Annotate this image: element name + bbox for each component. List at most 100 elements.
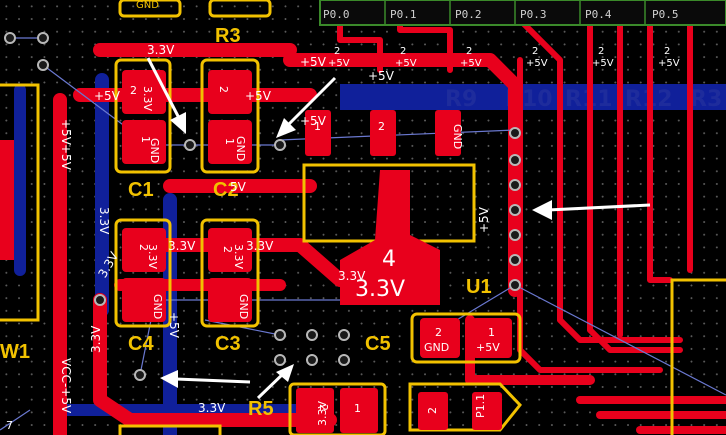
bus-pin-p0-3[interactable]: P0.3: [520, 8, 547, 21]
via[interactable]: [184, 139, 196, 151]
pad-label: 1: [488, 326, 495, 339]
net-label-33v: 3.3V: [198, 401, 226, 415]
bottom-label-r9: R9: [445, 87, 477, 112]
net-label-vcc5: VCC-+5V: [59, 358, 73, 414]
u1-pad-2[interactable]: [370, 110, 396, 156]
c1-pad-2[interactable]: [122, 70, 166, 114]
r5-pad-1[interactable]: [340, 388, 378, 433]
pad-label: 2: [378, 120, 385, 133]
u1-pad-3[interactable]: [435, 110, 461, 156]
via[interactable]: [338, 329, 350, 341]
pad-label: GND: [451, 124, 464, 149]
via[interactable]: [134, 369, 146, 381]
pad-label: 2: [217, 86, 230, 93]
net-label-5v: +5V: [59, 144, 73, 171]
via[interactable]: [306, 329, 318, 341]
via[interactable]: [509, 127, 521, 139]
via[interactable]: [306, 354, 318, 366]
pad-label: 1: [223, 138, 236, 145]
bus-pin-p0-5[interactable]: P0.5: [652, 8, 679, 21]
p1-outline: [408, 382, 522, 432]
svg-text:2: 2: [334, 46, 340, 57]
pad-label: 1: [354, 402, 361, 415]
net-label-5v: +5V: [368, 69, 395, 83]
vias: [4, 32, 521, 381]
c4-pad-2[interactable]: [122, 228, 166, 272]
via[interactable]: [274, 329, 286, 341]
ref-c4[interactable]: C4: [128, 333, 154, 355]
bus-header-strip: P0.0 P0.1 P0.2 P0.3 P0.4 P0.5: [319, 0, 726, 26]
net-label-5v: +5V: [300, 55, 327, 69]
ref-c3[interactable]: C3: [215, 333, 241, 355]
c5-pad-1[interactable]: [472, 318, 512, 358]
c5-outline: [410, 312, 522, 364]
svg-text:2: 2: [532, 46, 538, 57]
pad-label: 2: [426, 407, 439, 414]
net-label-5v: +5V: [477, 206, 491, 233]
svg-text:+5V: +5V: [592, 58, 614, 69]
c2-pad-1[interactable]: [208, 120, 252, 164]
via[interactable]: [338, 354, 350, 366]
ref-c1[interactable]: C1: [128, 179, 154, 201]
pad-label: 3.3V: [232, 244, 245, 269]
via[interactable]: [94, 294, 106, 306]
r5-outline: [288, 382, 387, 435]
via[interactable]: [274, 354, 286, 366]
pad-label: 7: [6, 419, 13, 432]
net-label-33v: 3.3V: [89, 325, 103, 353]
ref-u1[interactable]: U1: [466, 276, 492, 298]
net-label-5v: +5V: [300, 114, 327, 128]
pad-label: 2: [137, 244, 150, 251]
u1-pad-1[interactable]: [305, 110, 331, 156]
c1-outline: [114, 58, 172, 174]
via[interactable]: [509, 154, 521, 166]
bus-pin-p0-1[interactable]: P0.1: [390, 8, 417, 21]
pad-label: 1: [139, 136, 152, 143]
via[interactable]: [509, 279, 521, 291]
p1-pad-1[interactable]: [472, 392, 502, 430]
c5-pad-2[interactable]: [420, 318, 460, 358]
via[interactable]: [509, 229, 521, 241]
bus-pin-p0-4[interactable]: P0.4: [585, 8, 612, 21]
net-label-33v: 3.3V: [147, 43, 175, 57]
c3-pad-2[interactable]: [208, 228, 252, 272]
via[interactable]: [4, 32, 16, 44]
arrow-icon: [532, 200, 651, 220]
ref-r3[interactable]: R3: [215, 25, 241, 47]
ref-c5[interactable]: C5: [365, 333, 391, 355]
c1-pad-1[interactable]: [122, 120, 166, 164]
pad-label: GND: [151, 294, 164, 319]
svg-text:2: 2: [400, 46, 406, 57]
via[interactable]: [509, 204, 521, 216]
via[interactable]: [509, 254, 521, 266]
bus-pin-p0-2[interactable]: P0.2: [455, 8, 482, 21]
u1-pad-4[interactable]: [340, 170, 440, 305]
via[interactable]: [37, 32, 49, 44]
ref-r5[interactable]: R5: [248, 398, 274, 420]
bus-pin-p0-0[interactable]: P0.0: [323, 8, 350, 21]
via[interactable]: [37, 59, 49, 71]
arrow-icon: [146, 57, 186, 134]
ref-top-gnd: GND: [136, 0, 159, 11]
net-label-5v: +5V: [167, 312, 181, 339]
p1-pad-2[interactable]: [418, 392, 448, 430]
c2-outline: [200, 58, 260, 174]
u1-pad-4-label: 4: [382, 247, 396, 272]
pad-label: P1.1: [474, 394, 487, 418]
net-label-5v: 5V: [230, 180, 247, 194]
via[interactable]: [274, 139, 286, 151]
annotation-arrows: [146, 57, 651, 400]
via[interactable]: [509, 179, 521, 191]
c3-pad-1[interactable]: [208, 278, 252, 322]
pad-label: 2: [435, 326, 442, 339]
ref-w1[interactable]: W1: [0, 341, 30, 363]
arrow-icon: [256, 364, 294, 400]
c4-pad-1[interactable]: [122, 278, 166, 322]
r5-pad-2[interactable]: [296, 388, 334, 433]
pad-label: 2: [317, 404, 330, 411]
ref-c2[interactable]: C2: [213, 179, 239, 201]
c2-pad-2[interactable]: [208, 70, 252, 114]
net-label-5v: +5V: [94, 89, 121, 103]
net-label-33v: 3.3V: [168, 239, 196, 253]
